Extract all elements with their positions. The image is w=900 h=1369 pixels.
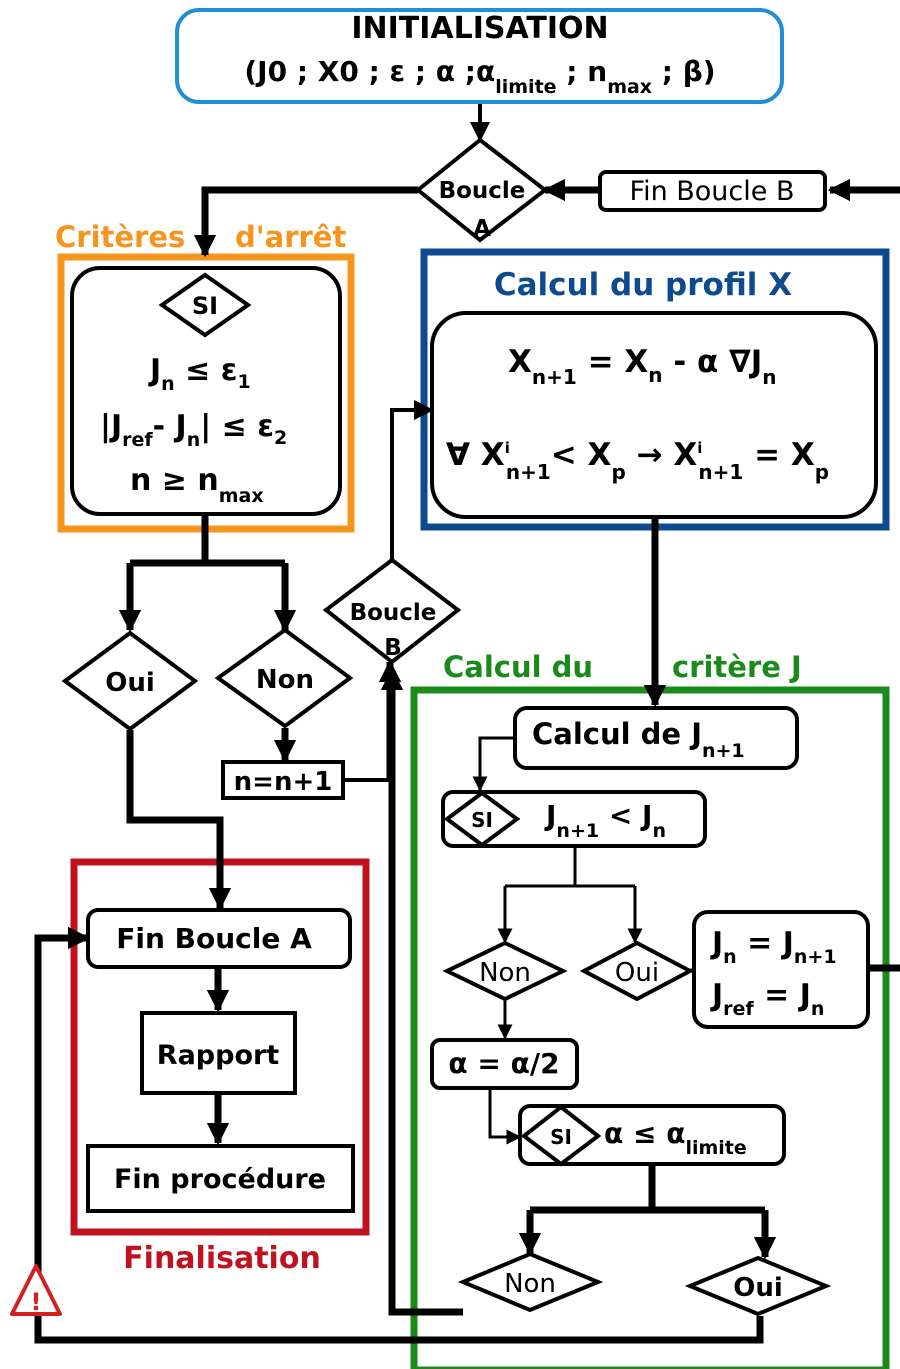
criteres-title-2: d'arrêt (235, 220, 346, 254)
boucle-a-label-1: Boucle (439, 178, 526, 204)
si-j-condition: Jn+1 < Jn (544, 799, 666, 842)
boucle-b-label-1: Boucle (350, 600, 437, 626)
fin-procedure-label: Fin procédure (114, 1164, 326, 1195)
si-alpha-label: SI (550, 1125, 572, 1149)
si-j-diamond (443, 790, 521, 848)
boucle-b-label-2: B (384, 635, 402, 661)
non-diamond (214, 627, 354, 729)
criteres-si-diamond (158, 272, 252, 338)
connectors (34, 100, 900, 1344)
non-alpha-label: Non (504, 1269, 556, 1299)
update-box (692, 910, 870, 1029)
increment-box (221, 760, 345, 800)
criteres-condition-2: |Jref- Jn| ≤ ε2 (100, 409, 287, 451)
initialisation-params: (J0 ; X0 ; ε ; α ;αlimite ; nmax ; β) (244, 55, 715, 98)
criteres-si-label: SI (192, 292, 218, 320)
critere-j-title-1: Calcul du (443, 650, 593, 684)
boucle-a-diamond (414, 137, 549, 243)
criteres-box (70, 266, 342, 516)
finalisation-title: Finalisation (123, 1241, 321, 1276)
non-label: Non (256, 665, 314, 695)
alpha-half-label: α = α/2 (448, 1047, 559, 1080)
oui-j-diamond (579, 940, 695, 1002)
initialisation-box (175, 8, 784, 104)
calcul-j-box (513, 706, 799, 770)
criteres-title-1: Critères (55, 220, 185, 254)
si-j-label: SI (471, 808, 493, 832)
si-alpha-diamond (520, 1104, 602, 1167)
svg-text:!: ! (31, 1288, 42, 1316)
critere-j-title-2: critère J (672, 650, 802, 684)
fin-boucle-b-label: Fin Boucle B (630, 176, 795, 207)
initialisation-title: INITIALISATION (351, 11, 608, 46)
oui-j-label: Oui (615, 958, 659, 988)
si-j-box (441, 790, 707, 848)
update-line-1: Jn = Jn+1 (710, 926, 837, 968)
non-j-label: Non (479, 958, 531, 988)
calcul-j-label: Calcul de Jn+1 (532, 717, 745, 762)
fin-procedure-box (86, 1144, 355, 1213)
increment-label: n=n+1 (234, 767, 333, 797)
oui-label: Oui (105, 668, 155, 698)
non-j-diamond (442, 940, 568, 1002)
profil-title: Calcul du profil X (494, 267, 792, 303)
update-line-2: Jref = Jn (710, 978, 824, 1020)
criteres-condition-1: Jn ≤ ε1 (148, 353, 251, 395)
si-alpha-condition: α ≤ αlimite (604, 1117, 747, 1159)
oui-alpha-label: Oui (733, 1273, 783, 1303)
rapport-box (140, 1011, 297, 1095)
criteres-condition-3: n ≥ nmax (130, 463, 264, 507)
boucle-b-diamond (322, 557, 462, 665)
profil-box (430, 311, 878, 519)
rapport-label: Rapport (157, 1040, 280, 1071)
si-alpha-box (518, 1104, 786, 1166)
fin-boucle-b-box (598, 170, 827, 212)
fin-boucle-a-label: Fin Boucle A (116, 922, 312, 955)
profil-equation-1: Xn+1 = Xn - α ∇Jn (508, 344, 776, 389)
boucle-a-label-2: A (473, 216, 491, 242)
oui-alpha-diamond (684, 1255, 832, 1317)
non-alpha-diamond (457, 1251, 604, 1313)
oui-diamond (61, 630, 199, 732)
alpha-half-box (430, 1038, 579, 1090)
warning-icon: ! (10, 1264, 62, 1316)
